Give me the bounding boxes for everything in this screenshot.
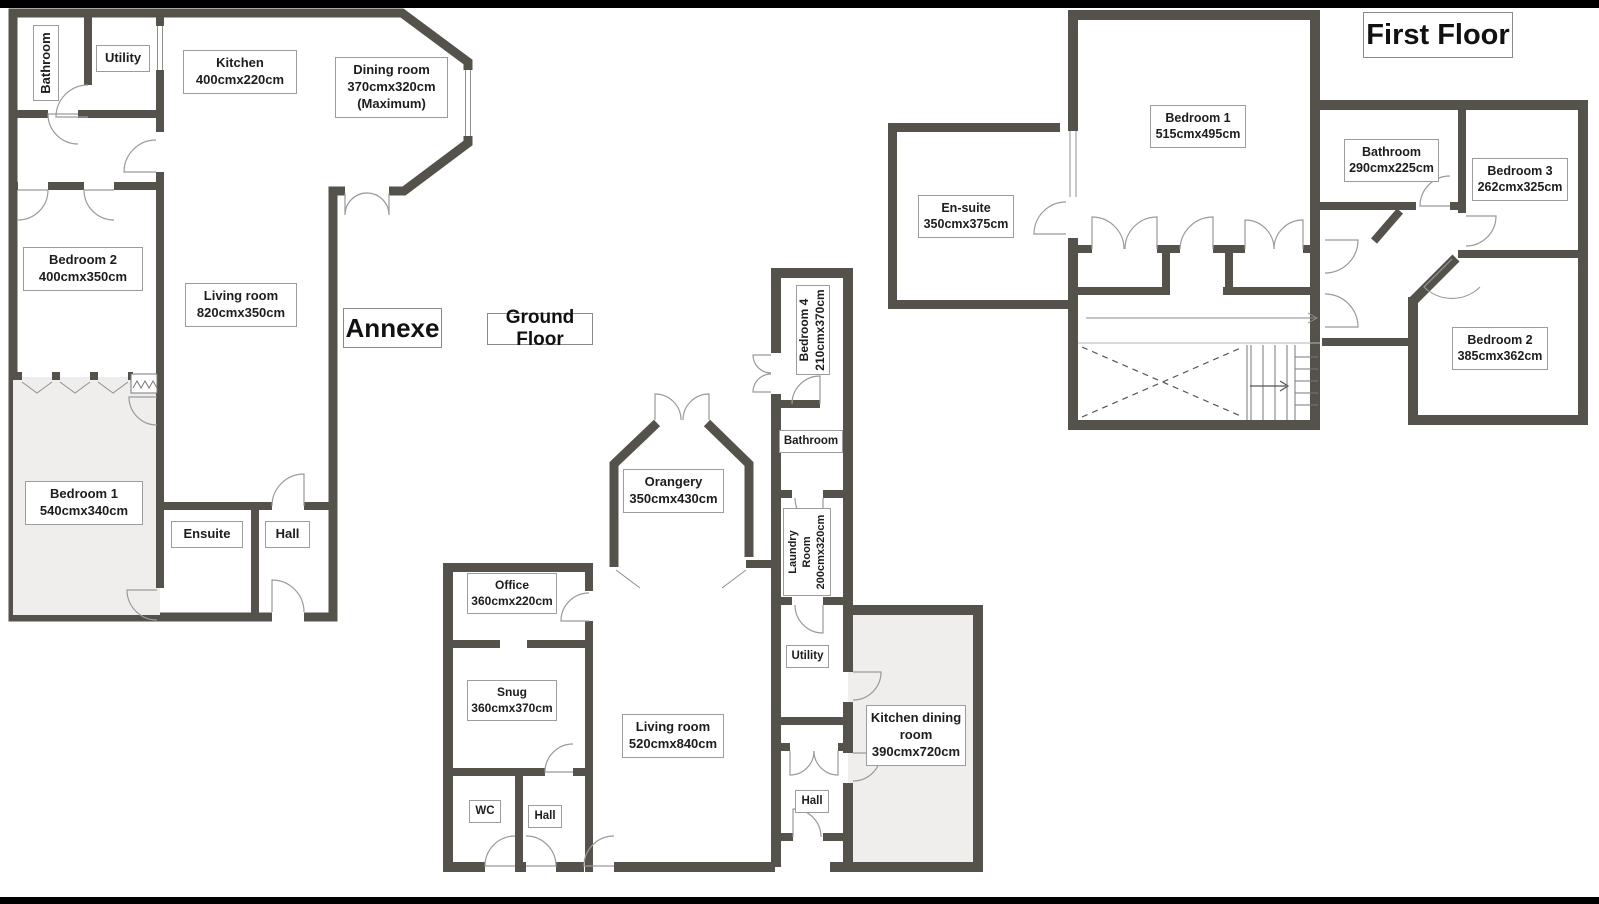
room-label-gf-hall-front: Hall <box>528 805 562 828</box>
first-floor-walls <box>888 10 1588 430</box>
room-label-gf-bathroom: Bathroom <box>779 430 843 453</box>
room-label-ff-bedroom2: Bedroom 2 385cmx362cm <box>1452 327 1548 370</box>
room-label-gf-office: Office 360cmx220cm <box>467 573 557 615</box>
stair-treads-horizontal <box>1295 356 1318 406</box>
room-label-gf-laundry-room: Laundry Room 200cmx320cm <box>783 508 831 596</box>
hallway-diagonal-wall <box>1370 208 1404 244</box>
bedroom2-chamfer-wall <box>1408 254 1460 306</box>
room-label-annexe-bedroom2: Bedroom 2 400cmx350cm <box>23 247 143 291</box>
void-cross-marks <box>1081 346 1244 418</box>
room-label-gf-orangery: Orangery 350cmx430cm <box>623 469 724 513</box>
top-black-bar <box>0 0 1599 8</box>
room-label-gf-hall-rear: Hall <box>795 790 829 813</box>
room-label-annexe-living-room: Living room 820cmx350cm <box>185 283 297 327</box>
annexe-title: Annexe <box>343 308 442 348</box>
room-label-annexe-kitchen: Kitchen 400cmx220cm <box>183 50 297 94</box>
stair-treads-vertical <box>1246 345 1296 420</box>
orangery-left-wall <box>609 419 661 567</box>
first-floor-windows <box>1066 131 1079 238</box>
first-floor-plan <box>888 10 1588 430</box>
first-floor-title: First Floor <box>1363 12 1513 58</box>
room-label-annexe-bathroom: Bathroom <box>33 25 59 101</box>
room-label-gf-utility: Utility <box>786 645 829 668</box>
room-label-gf-snug: Snug 360cmx370cm <box>467 680 557 722</box>
bottom-black-bar <box>0 897 1599 904</box>
landing-arrow <box>1086 312 1319 324</box>
room-label-annexe-ensuite: Ensuite <box>171 521 243 548</box>
bedroom4-french-door-gap <box>769 353 781 394</box>
orangery-right-wall <box>703 419 754 557</box>
stair-direction-arrow <box>1250 380 1290 392</box>
room-label-gf-bedroom4: Bedroom 4 210cmx370cm <box>796 285 830 375</box>
room-label-gf-living-room: Living room 520cmx840cm <box>622 714 724 758</box>
room-label-annexe-dining-room: Dining room 370cmx320cm (Maximum) <box>335 57 448 118</box>
annexe-windows <box>21 26 473 622</box>
annexe-doors <box>17 84 390 621</box>
ground-floor-title: Ground Floor <box>487 307 593 350</box>
room-label-gf-wc: WC <box>469 800 501 823</box>
room-label-ff-ensuite: En-suite 350cmx375cm <box>918 195 1014 238</box>
room-label-ff-bathroom: Bathroom 290cmx225cm <box>1344 139 1439 182</box>
staircase <box>1078 342 1320 420</box>
room-label-ff-bedroom1: Bedroom 1 515cmx495cm <box>1150 105 1246 148</box>
room-label-annexe-bedroom1: Bedroom 1 540cmx340cm <box>25 481 143 525</box>
orangery-opening-marks <box>615 569 747 589</box>
ground-floor-walls <box>443 268 983 872</box>
first-floor-doors <box>1033 175 1497 328</box>
room-label-ff-bedroom3: Bedroom 3 262cmx325cm <box>1472 158 1568 201</box>
room-label-annexe-hall: Hall <box>265 521 310 548</box>
room-label-annexe-utility: Utility <box>96 45 150 72</box>
room-label-gf-kitchen-dining-room: Kitchen dining room 390cmx720cm <box>866 705 966 766</box>
ground-floor-plan <box>443 268 983 872</box>
